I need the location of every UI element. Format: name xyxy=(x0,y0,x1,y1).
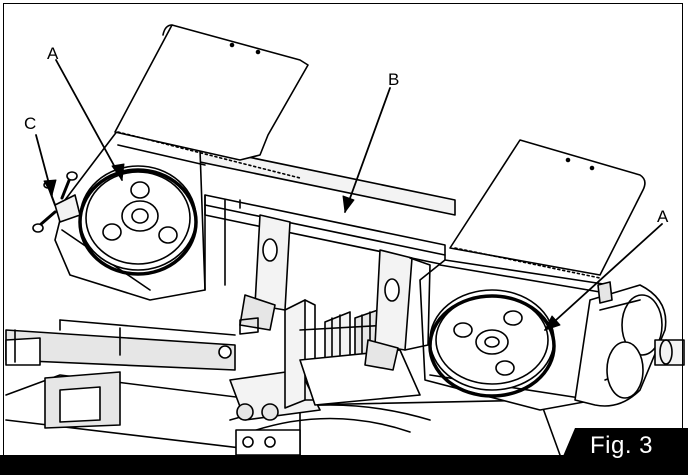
leader-a-right xyxy=(544,223,663,331)
caption-tab xyxy=(555,428,688,475)
upper-blade-guard-left xyxy=(114,24,309,179)
upper-blade-guard-right xyxy=(449,139,646,279)
blade-guide-right xyxy=(364,249,431,371)
blade-guide-left xyxy=(239,214,291,335)
arrowhead-a-right xyxy=(544,315,561,331)
right-wheel xyxy=(428,289,556,398)
callout-c: C xyxy=(24,114,37,133)
caption-bar xyxy=(0,455,688,475)
arrowheads xyxy=(43,163,561,331)
arrowhead-c xyxy=(43,179,57,196)
motor xyxy=(574,281,685,407)
leader-a-left xyxy=(55,59,123,181)
callout-a-left: A xyxy=(47,44,59,63)
arrowhead-b xyxy=(342,195,355,213)
callout-b: B xyxy=(388,70,400,89)
callout-a-right: A xyxy=(657,207,669,226)
leader-b xyxy=(344,87,391,213)
arrowhead-a-left xyxy=(111,163,125,181)
left-wheel xyxy=(78,165,198,276)
figure-caption: Fig. 3 xyxy=(590,432,654,459)
swing-arm xyxy=(5,319,236,371)
